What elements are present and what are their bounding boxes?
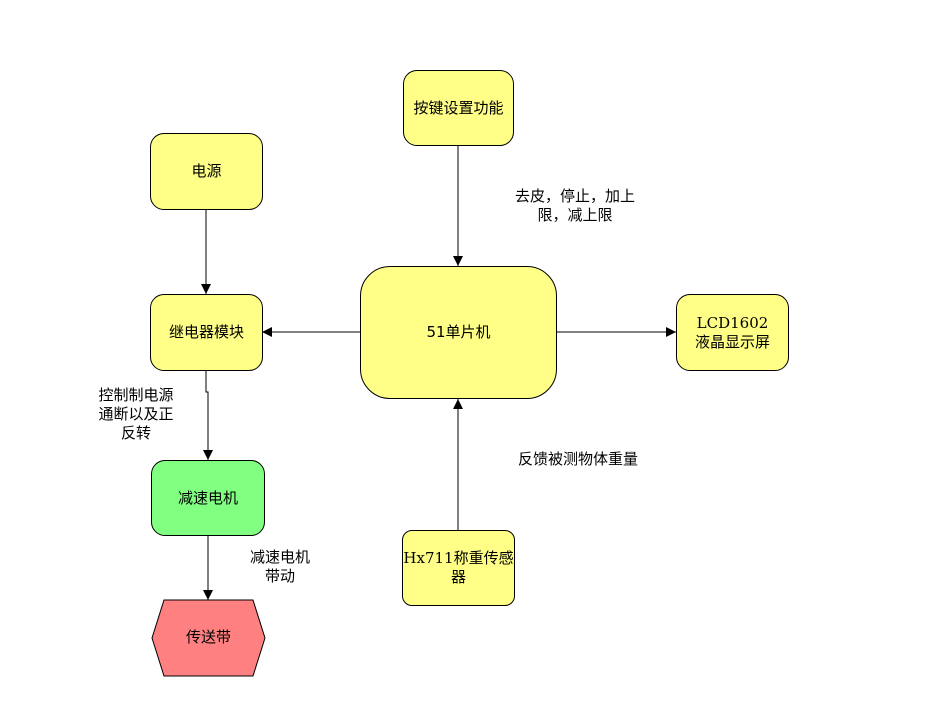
relay-to-motor-label: 控制制电源 通断以及正 反转: [98, 386, 174, 442]
relay-node: 继电器模块: [150, 294, 263, 371]
sensor-node: Hx711称重传感 器: [402, 530, 515, 606]
belt-shape: [151, 599, 266, 677]
power-node: 电源: [150, 133, 263, 210]
edge-relay-to-motor: [203, 371, 213, 460]
motor-node: 减速电机: [151, 460, 265, 536]
keyboard-to-mcu-label: 去皮，停止，加上 限，减上限: [514, 187, 635, 224]
mcu-node: 51单片机: [360, 266, 557, 399]
keyboard-node: 按键设置功能: [403, 70, 514, 146]
motor-to-belt-label: 减速电机 带动: [249, 548, 310, 585]
lcd-node: LCD1602 液晶显示屏: [676, 294, 789, 371]
sensor-to-mcu-label: 反馈被测物体重量: [517, 450, 638, 468]
belt-label: 传送带: [185, 628, 231, 646]
